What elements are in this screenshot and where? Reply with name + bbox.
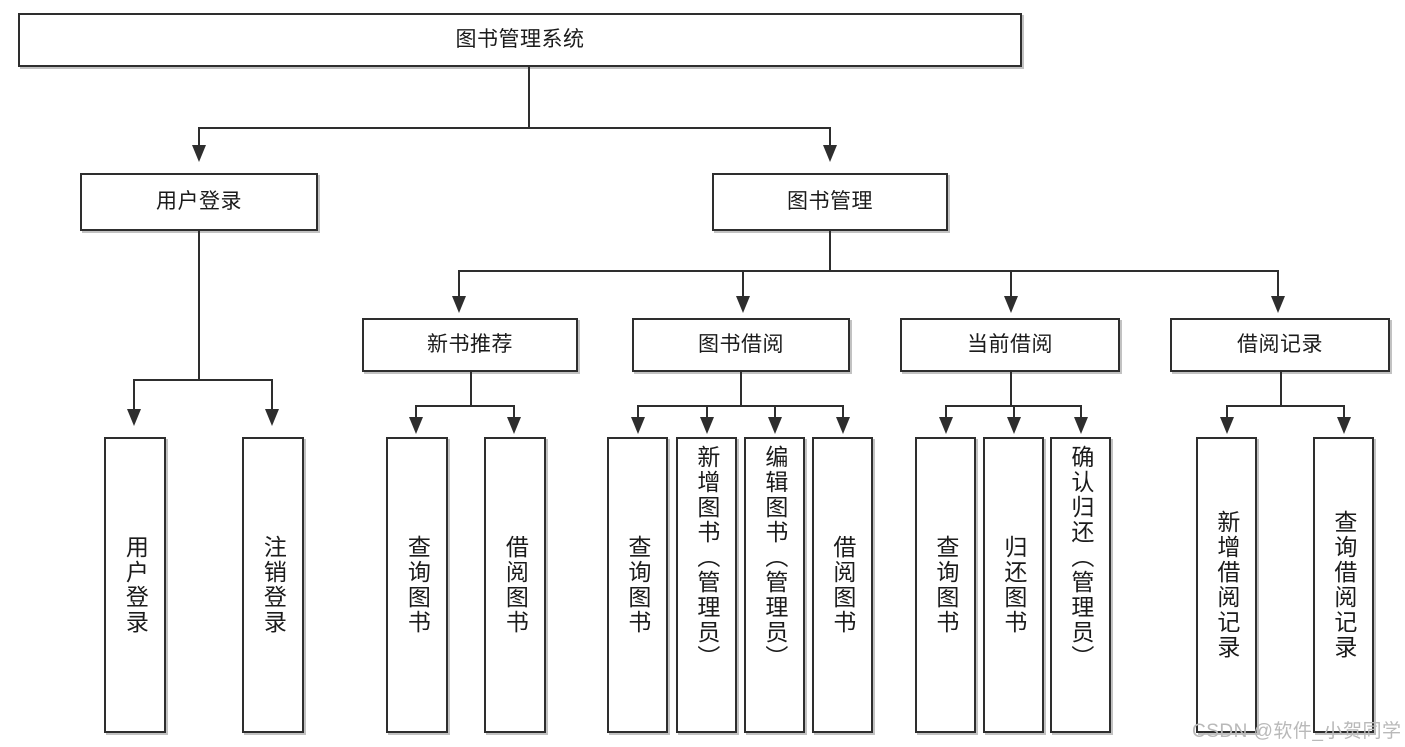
leaf-cb-query-book-label: 查询图书 (932, 535, 959, 635)
leaf-bb-edit-book-label: 编辑图书（管理员） (761, 445, 788, 670)
leaf-br-query-record[interactable]: 查询借阅记录 (1313, 437, 1374, 733)
node-book-borrow-label: 图书借阅 (698, 332, 784, 356)
edge-user-login-bus (133, 379, 272, 381)
edge-bb-b4 (842, 405, 844, 417)
edge-bb-b1 (637, 405, 639, 417)
leaf-logout[interactable]: 注销登录 (242, 437, 304, 733)
edge-bm-b4 (1277, 270, 1279, 296)
edge-cb-b1 (945, 405, 947, 417)
arrow-to-cb-query-book (939, 417, 953, 434)
node-root[interactable]: 图书管理系统 (18, 13, 1022, 67)
node-current-borrow-label: 当前借阅 (967, 332, 1053, 356)
edge-bm-b1 (458, 270, 460, 296)
edge-borrow-record-bus (1226, 405, 1344, 407)
arrow-to-leaf-user-login (127, 409, 141, 426)
node-new-book-label: 新书推荐 (427, 332, 513, 356)
node-borrow-record[interactable]: 借阅记录 (1170, 318, 1390, 372)
arrow-to-br-query-record (1337, 417, 1351, 434)
arrow-to-new-book (452, 296, 466, 313)
edge-user-login-b1 (133, 379, 135, 409)
leaf-nb-borrow-book-label: 借阅图书 (502, 535, 529, 635)
leaf-bb-add-book[interactable]: 新增图书（管理员） (676, 437, 737, 733)
edge-current-borrow-drop (1010, 372, 1012, 405)
leaf-bb-add-book-label: 新增图书（管理员） (693, 445, 720, 670)
edge-bb-b3 (774, 405, 776, 417)
node-book-manage[interactable]: 图书管理 (712, 173, 948, 231)
arrow-to-nb-query-book (409, 417, 423, 434)
arrow-to-br-add-record (1220, 417, 1234, 434)
edge-new-book-drop (470, 372, 472, 405)
edge-new-book-bus (415, 405, 514, 407)
edge-book-borrow-drop (740, 372, 742, 405)
node-book-manage-label: 图书管理 (787, 189, 873, 213)
edge-br-b2 (1343, 405, 1345, 417)
edge-bm-b2 (742, 270, 744, 296)
leaf-cb-return-book[interactable]: 归还图书 (983, 437, 1044, 733)
edge-borrow-record-drop (1280, 372, 1282, 405)
leaf-nb-borrow-book[interactable]: 借阅图书 (484, 437, 546, 733)
csdn-watermark: CSDN @软件_小贺同学 (1192, 721, 1402, 742)
node-root-label: 图书管理系统 (455, 27, 585, 51)
arrow-to-cb-return-book (1007, 417, 1021, 434)
arrow-to-book-manage (823, 145, 837, 162)
leaf-logout-label: 注销登录 (260, 535, 287, 635)
edge-book-manage-bus (458, 270, 1279, 272)
edge-book-manage-drop (829, 231, 831, 270)
leaf-bb-borrow-book-label: 借阅图书 (829, 535, 856, 635)
arrow-to-current-borrow (1004, 296, 1018, 313)
arrow-to-bb-edit-book (768, 417, 782, 434)
node-current-borrow[interactable]: 当前借阅 (900, 318, 1120, 372)
edge-root-to-l1b (829, 127, 831, 145)
arrow-to-bb-add-book (700, 417, 714, 434)
edge-nb-b1 (415, 405, 417, 417)
edge-bm-b3 (1010, 270, 1012, 296)
arrow-to-book-borrow (736, 296, 750, 313)
leaf-bb-edit-book[interactable]: 编辑图书（管理员） (744, 437, 805, 733)
edge-root-bus (198, 127, 830, 129)
leaf-cb-return-book-label: 归还图书 (1000, 535, 1027, 635)
edge-user-login-b2 (271, 379, 273, 409)
arrow-to-leaf-logout (265, 409, 279, 426)
leaf-user-login[interactable]: 用户登录 (104, 437, 166, 733)
edge-root-to-l1a (198, 127, 200, 145)
edge-user-login-drop (198, 231, 200, 379)
leaf-bb-query-book[interactable]: 查询图书 (607, 437, 668, 733)
leaf-br-add-record-label: 新增借阅记录 (1213, 510, 1240, 660)
leaf-bb-query-book-label: 查询图书 (624, 535, 651, 635)
node-user-login[interactable]: 用户登录 (80, 173, 318, 231)
node-new-book[interactable]: 新书推荐 (362, 318, 578, 372)
edge-cb-b2 (1013, 405, 1015, 417)
arrow-to-user-login (192, 145, 206, 162)
edge-root-drop (528, 67, 530, 127)
edge-book-borrow-bus (637, 405, 843, 407)
arrow-to-cb-confirm-return (1074, 417, 1088, 434)
arrow-to-bb-borrow-book (836, 417, 850, 434)
edge-br-b1 (1226, 405, 1228, 417)
leaf-nb-query-book-label: 查询图书 (404, 535, 431, 635)
leaf-bb-borrow-book[interactable]: 借阅图书 (812, 437, 873, 733)
edge-bb-b2 (706, 405, 708, 417)
node-user-login-label: 用户登录 (156, 189, 242, 213)
node-borrow-record-label: 借阅记录 (1237, 332, 1323, 356)
node-book-borrow[interactable]: 图书借阅 (632, 318, 850, 372)
arrow-to-borrow-record (1271, 296, 1285, 313)
leaf-nb-query-book[interactable]: 查询图书 (386, 437, 448, 733)
leaf-cb-confirm-return-label: 确认归还（管理员） (1067, 445, 1094, 670)
leaf-user-login-label: 用户登录 (122, 535, 149, 635)
leaf-br-add-record[interactable]: 新增借阅记录 (1196, 437, 1257, 733)
leaf-cb-confirm-return[interactable]: 确认归还（管理员） (1050, 437, 1111, 733)
leaf-cb-query-book[interactable]: 查询图书 (915, 437, 976, 733)
leaf-br-query-record-label: 查询借阅记录 (1330, 510, 1357, 660)
edge-cb-b3 (1080, 405, 1082, 417)
arrow-to-bb-query-book (631, 417, 645, 434)
edge-nb-b2 (513, 405, 515, 417)
arrow-to-nb-borrow-book (507, 417, 521, 434)
